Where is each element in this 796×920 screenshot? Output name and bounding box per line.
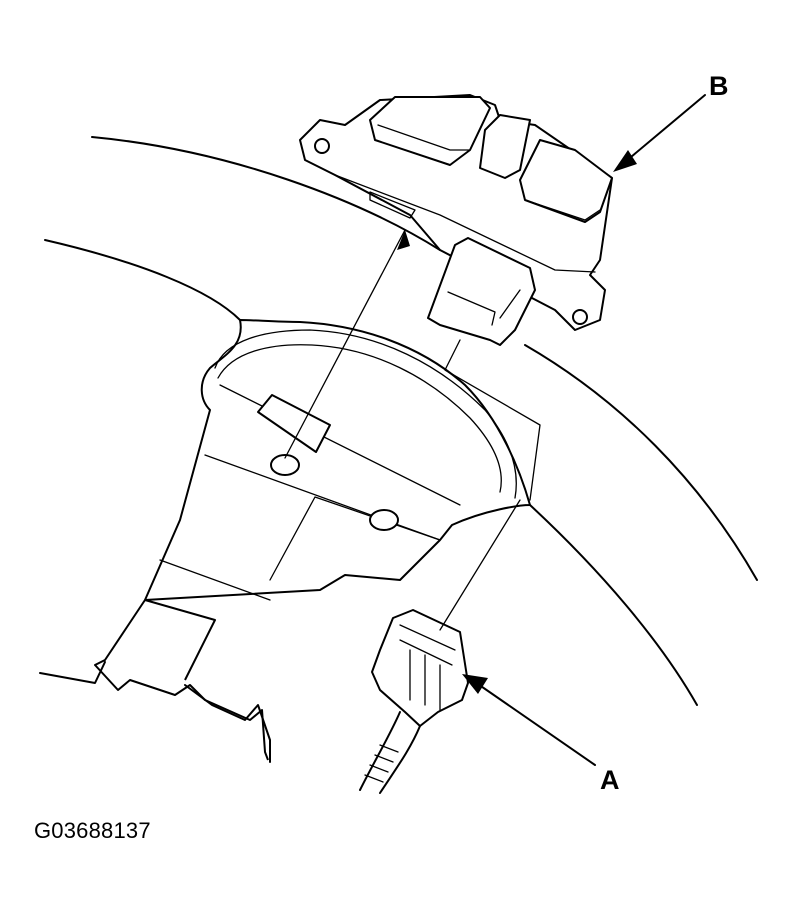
wire-harness <box>359 711 421 794</box>
mounting-hole-left <box>270 454 300 476</box>
steering-hub <box>39 319 531 763</box>
switch-connector-socket <box>427 237 536 346</box>
lower-spoke <box>94 599 269 761</box>
wheel-rim-outer-arc-lower <box>524 344 758 581</box>
alignment-line-right <box>439 339 541 631</box>
harness-connector <box>359 609 469 794</box>
callout-a-arrow <box>474 681 596 766</box>
mounting-tab <box>257 394 331 453</box>
mounting-hole-right <box>369 509 399 531</box>
switch-button-left <box>369 96 491 166</box>
figure-id: G03688137 <box>34 818 151 843</box>
cruise-control-switch-assembly <box>299 94 613 346</box>
callout-b-arrow <box>624 94 706 163</box>
callout-label-a: A <box>600 765 620 795</box>
wheel-rim-inner-arc <box>44 239 241 321</box>
callout-label-b: B <box>709 71 729 101</box>
mounting-ear-hole-bottom <box>572 309 588 325</box>
switch-button-middle <box>479 114 531 179</box>
wheel-rim-inner-arc-lower <box>529 504 698 706</box>
alignment-line-left <box>284 229 406 459</box>
mounting-ear-hole-top <box>314 138 330 154</box>
